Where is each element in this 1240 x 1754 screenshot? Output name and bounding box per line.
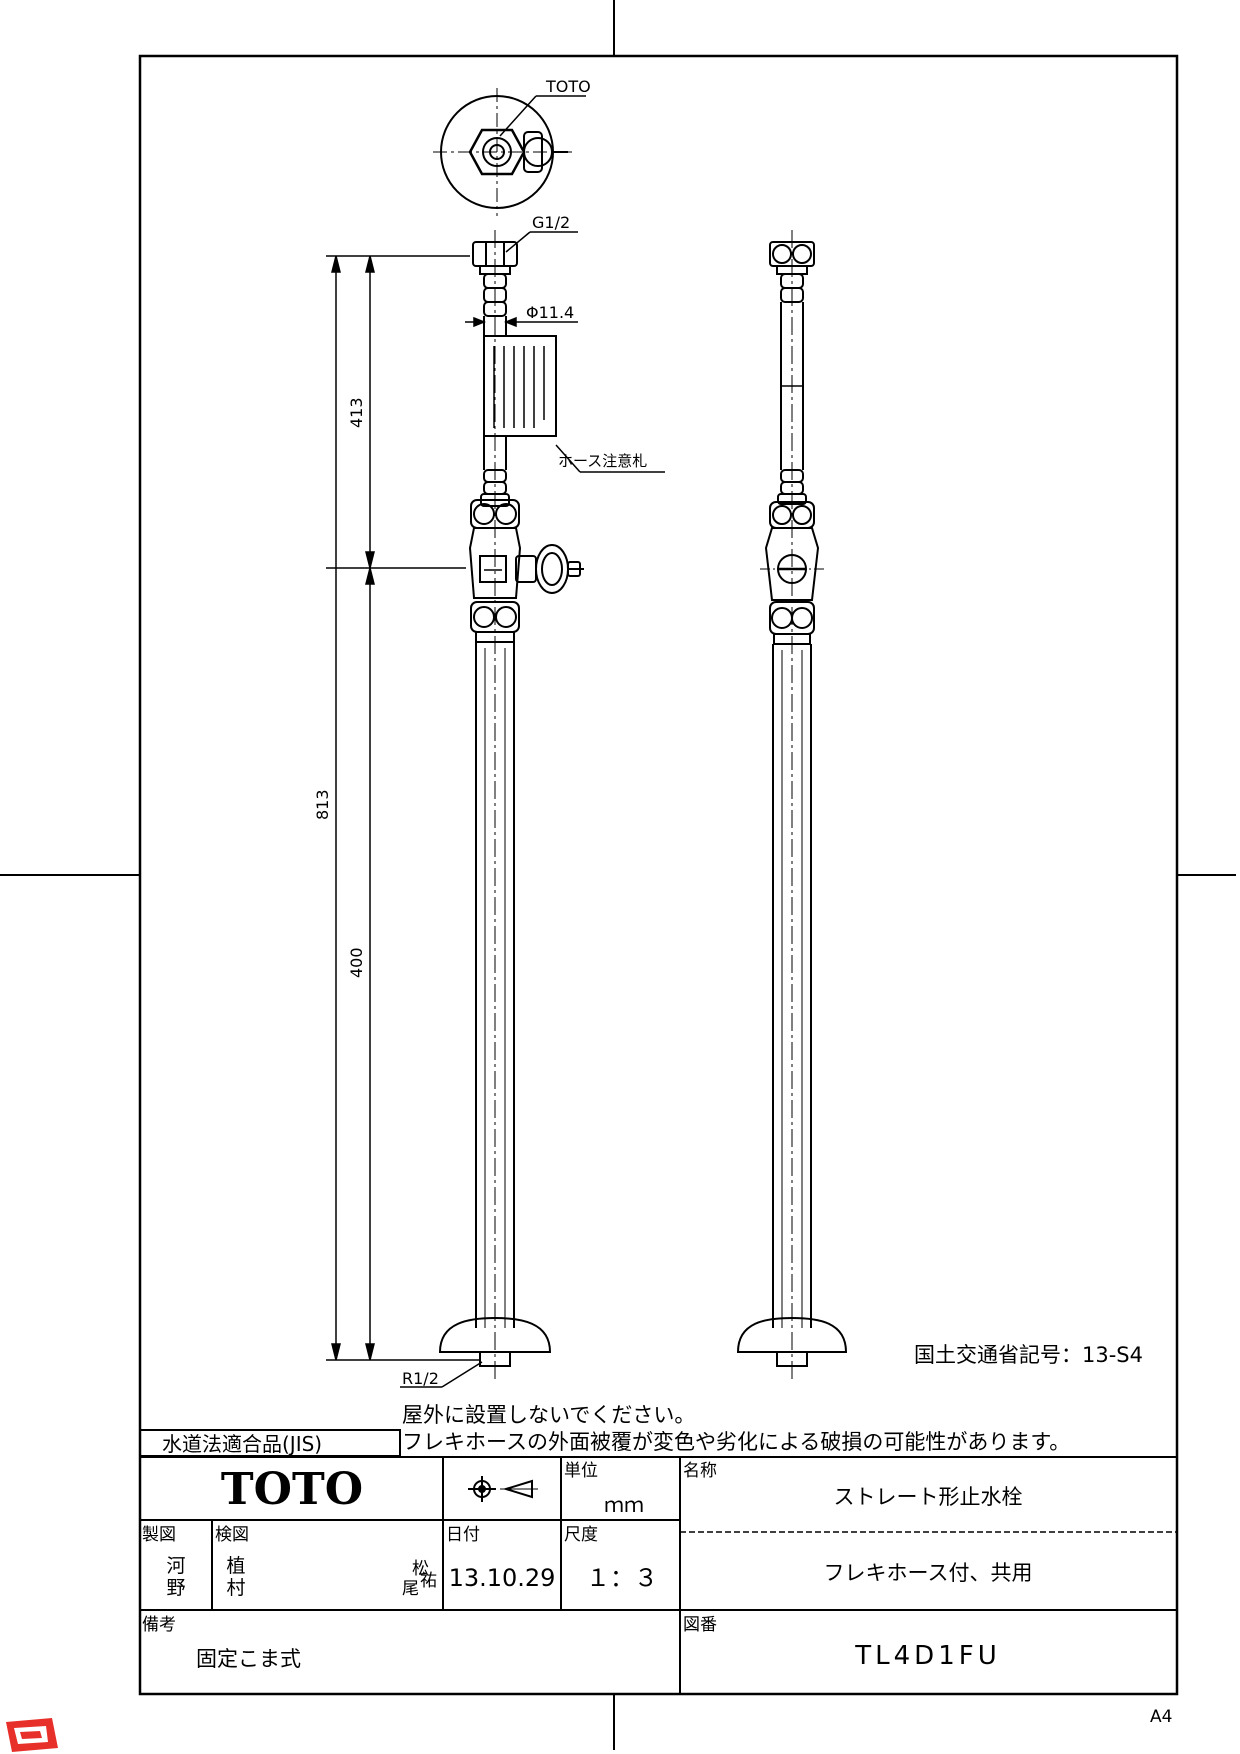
diameter-label: Φ11.4 bbox=[526, 303, 574, 322]
name-value: ストレート形止水栓 bbox=[834, 1485, 1023, 1509]
title-block bbox=[140, 1456, 1177, 1694]
projection-symbol-icon bbox=[468, 1476, 538, 1502]
checked-label: 検図 bbox=[215, 1525, 249, 1545]
thread-top-label: G1/2 bbox=[532, 213, 570, 232]
stamp-2: 尾 bbox=[402, 1579, 419, 1599]
side-view bbox=[736, 230, 848, 1380]
front-view bbox=[326, 88, 665, 1388]
drawn-label: 製図 bbox=[142, 1525, 176, 1545]
paper-size: A4 bbox=[1150, 1707, 1172, 1727]
note-line-2: フレキホースの外面被覆が変色や劣化による破損の可能性があります。 bbox=[402, 1430, 1070, 1454]
drawn-value-1: 河 bbox=[166, 1555, 185, 1577]
date-label: 日付 bbox=[446, 1525, 480, 1545]
scale-label: 尺度 bbox=[564, 1525, 598, 1545]
dim-total-label: 813 bbox=[313, 789, 332, 820]
jis-label: 水道法適合品(JIS) bbox=[162, 1432, 322, 1456]
scale-value: １：３ bbox=[586, 1564, 658, 1592]
remarks-value: 固定こま式 bbox=[196, 1647, 301, 1671]
hose-tag-label: ホース注意札 bbox=[558, 452, 647, 470]
title-logo: TOTO bbox=[221, 1464, 363, 1515]
remarks-label: 備考 bbox=[142, 1615, 176, 1635]
unit-value: ｍｍ bbox=[604, 1493, 644, 1517]
corner-logo-icon bbox=[6, 1718, 58, 1752]
name-sub: フレキホース付、共用 bbox=[824, 1561, 1033, 1585]
dimensions bbox=[326, 95, 665, 1388]
wall-flange bbox=[438, 1316, 552, 1367]
thread-bottom-label: R1/2 bbox=[402, 1369, 439, 1388]
checked-value-2: 村 bbox=[226, 1577, 245, 1599]
ministry-code: 国土交通省記号：13-S4 bbox=[914, 1343, 1143, 1367]
riser-pipe bbox=[475, 230, 515, 1380]
date-value: 13.10.29 bbox=[449, 1564, 556, 1592]
dim-lower-label: 400 bbox=[347, 947, 366, 978]
drawn-value-2: 野 bbox=[166, 1577, 185, 1599]
hose-caution-tag bbox=[483, 335, 557, 437]
brand-top-label: TOTO bbox=[545, 77, 591, 96]
drawing-no-label: 図番 bbox=[683, 1615, 717, 1635]
name-label: 名称 bbox=[683, 1461, 717, 1481]
valve-body bbox=[468, 499, 584, 643]
checked-value-1: 植 bbox=[226, 1555, 245, 1577]
dim-upper-label: 413 bbox=[347, 397, 366, 428]
drawing-no-value: TL4D1FU bbox=[854, 1641, 1000, 1671]
top-plan-view bbox=[433, 88, 575, 216]
stamp-3: 祐 bbox=[420, 1571, 437, 1591]
unit-label: 単位 bbox=[564, 1461, 598, 1481]
stamp-1: 松 bbox=[412, 1559, 429, 1579]
note-line-1: 屋外に設置しないでください。 bbox=[402, 1403, 695, 1427]
